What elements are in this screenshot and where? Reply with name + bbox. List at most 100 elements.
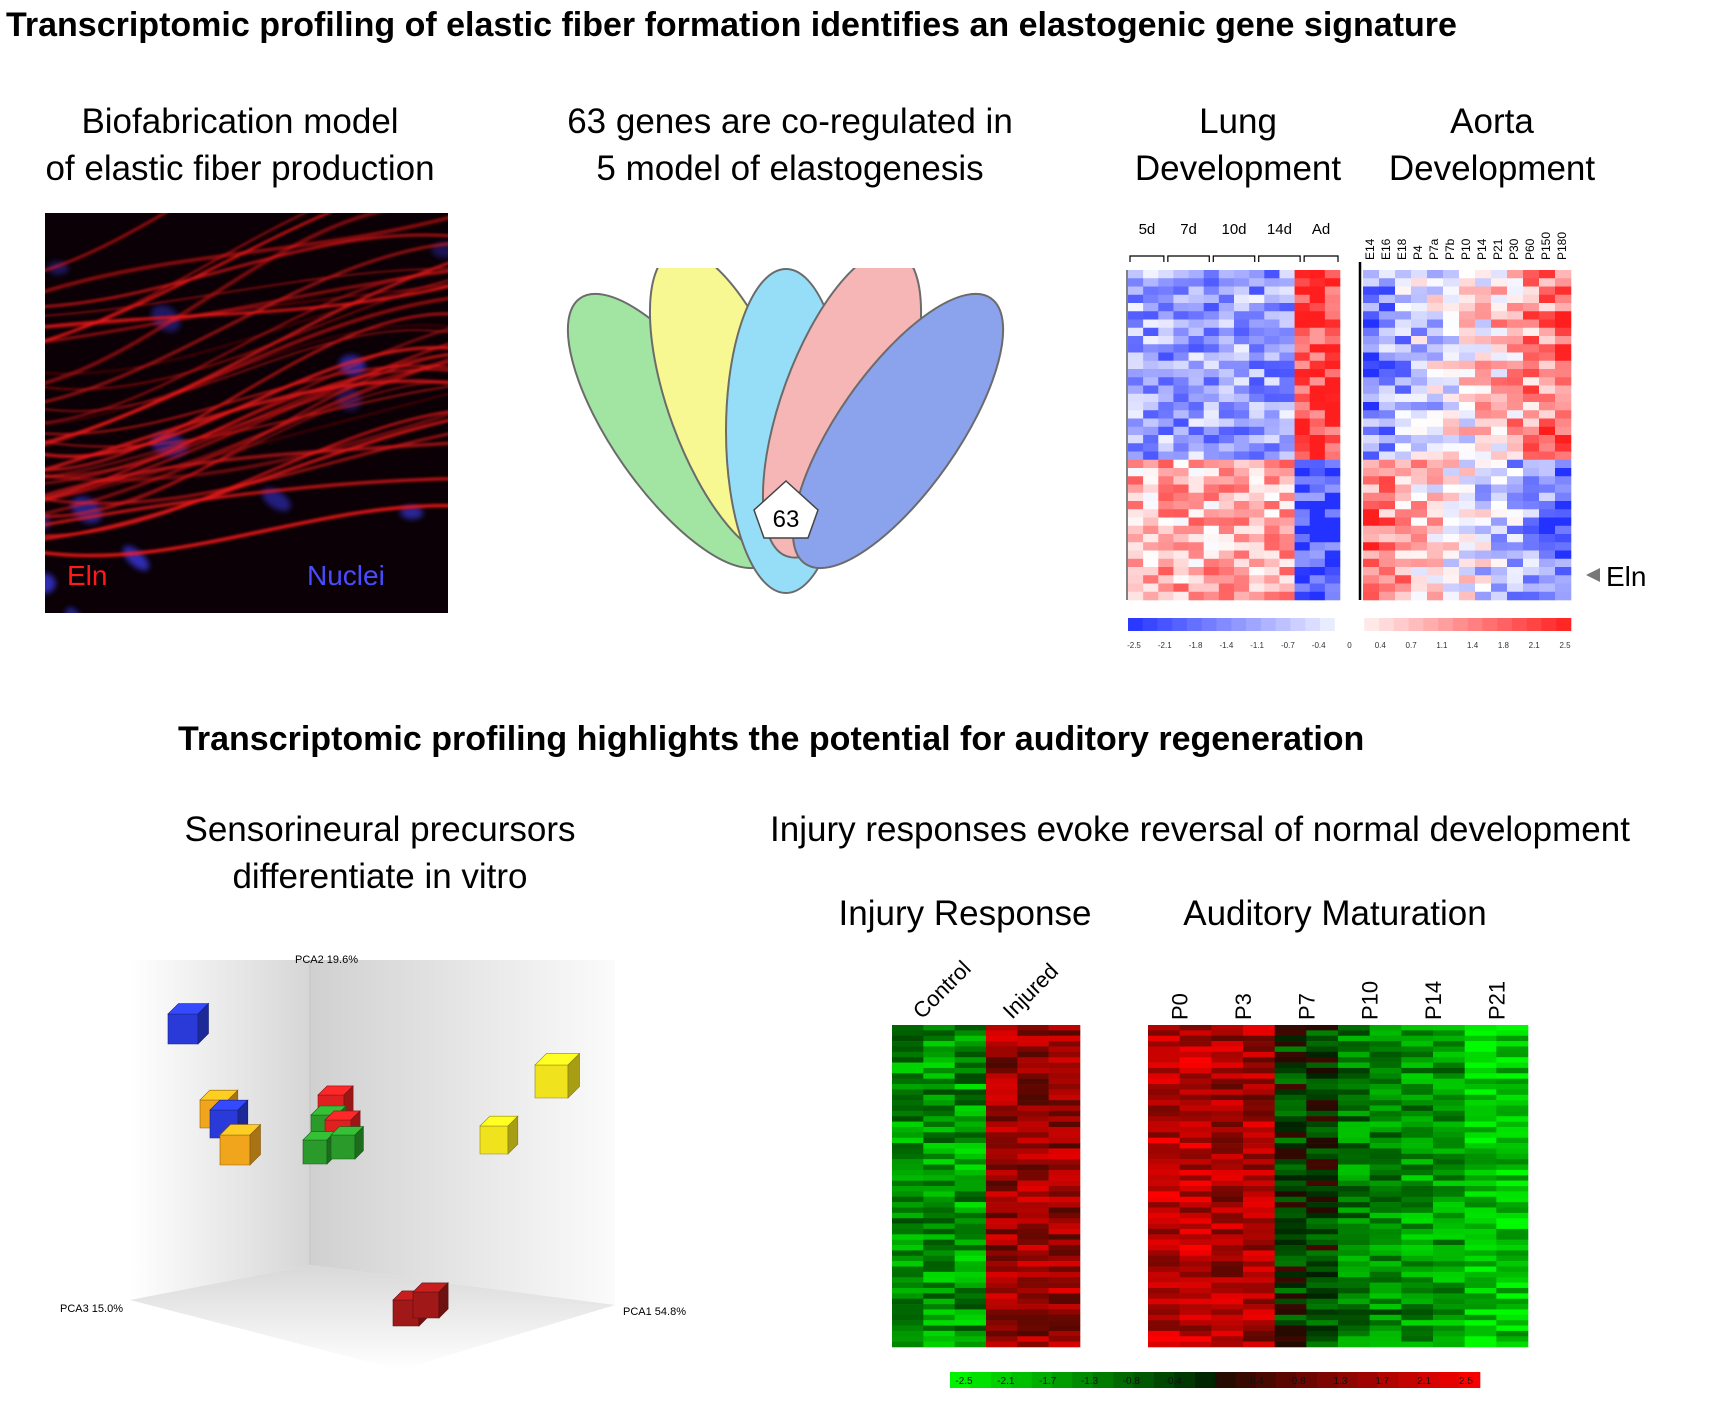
- aorta-heatmap-cell: [1363, 558, 1380, 568]
- aorta-heatmap-cell: [1491, 468, 1508, 477]
- maturation-heatmap-cell: [1433, 1094, 1465, 1101]
- aorta-heatmap-cell: [1475, 377, 1492, 386]
- aorta-heatmap-cell: [1427, 550, 1444, 560]
- aorta-heatmap-cell: [1395, 476, 1412, 485]
- aorta-heatmap-cell: [1555, 418, 1572, 428]
- maturation-heatmap-cell: [1369, 1030, 1402, 1037]
- injury-heatmap-cell: [892, 1336, 924, 1342]
- maturation-heatmap-cell: [1211, 1110, 1244, 1117]
- lung-heatmap-cell: [1188, 542, 1205, 551]
- aorta-heatmap-cell: [1459, 501, 1476, 510]
- lung-heatmap-cell: [1173, 418, 1189, 428]
- aorta-column-label: P14: [1475, 238, 1489, 260]
- lung-heatmap-cell: [1234, 534, 1250, 543]
- aorta-heatmap-cell: [1443, 319, 1460, 329]
- maturation-heatmap-cell: [1274, 1180, 1307, 1187]
- injury-heatmap-cell: [986, 1196, 1018, 1203]
- lung-heatmap-cell: [1173, 435, 1189, 444]
- maturation-heatmap-cell: [1306, 1105, 1339, 1112]
- injury-heatmap-cell: [1017, 1320, 1049, 1326]
- maturation-heatmap-cell: [1179, 1223, 1212, 1230]
- lung-heatmap-cell: [1158, 311, 1174, 320]
- maturation-heatmap-cell: [1433, 1314, 1465, 1321]
- lung-heatmap-cell: [1188, 550, 1205, 560]
- lung-heatmap-cell: [1279, 418, 1295, 428]
- maturation-heatmap-cell: [1274, 1212, 1307, 1219]
- injury-heatmap-cell: [892, 1202, 924, 1208]
- maturation-heatmap-cell: [1243, 1196, 1275, 1203]
- lung-heatmap-cell: [1188, 484, 1205, 494]
- maturation-heatmap-cell: [1369, 1250, 1402, 1257]
- lung-heatmap-cell: [1158, 558, 1174, 568]
- venn-caption-line1: 63 genes are co-regulated in: [567, 102, 1013, 141]
- maturation-heatmap-cell: [1338, 1132, 1370, 1138]
- aorta-heatmap-cell: [1523, 591, 1540, 601]
- injury-heatmap-cell: [986, 1159, 1018, 1165]
- aorta-heatmap-cell: [1555, 575, 1572, 584]
- aorta-heatmap-cell: [1395, 352, 1412, 362]
- maturation-heatmap-cell: [1243, 1202, 1275, 1208]
- lung-heatmap-cell: [1143, 591, 1159, 601]
- injury-heatmap-cell: [954, 1116, 987, 1122]
- lung-heatmap-cell: [1218, 369, 1235, 378]
- injury-heatmap-cell: [892, 1255, 924, 1262]
- injury-heatmap-cell: [892, 1250, 924, 1257]
- maturation-heatmap-cell: [1401, 1261, 1434, 1267]
- lung-heatmap-cell: [1309, 517, 1326, 527]
- maturation-heatmap-cell: [1243, 1025, 1275, 1031]
- aorta-heatmap-cell: [1523, 393, 1540, 403]
- injury-heatmap-cell: [1048, 1234, 1081, 1240]
- injury-heatmap-cell: [1048, 1116, 1081, 1122]
- top-scale-segment: [1319, 618, 1336, 631]
- lung-heatmap-cell: [1324, 426, 1341, 436]
- lung-heatmap-cell: [1309, 542, 1326, 551]
- aorta-heatmap-cell: [1539, 278, 1556, 287]
- maturation-heatmap-cell: [1369, 1202, 1402, 1208]
- maturation-heatmap-cell: [1211, 1126, 1244, 1133]
- maturation-heatmap-cell: [1243, 1030, 1275, 1037]
- lung-heatmap-cell: [1324, 336, 1341, 345]
- injury-heatmap-cell: [1017, 1218, 1049, 1224]
- elastic-fiber: [45, 213, 169, 272]
- lung-heatmap-cell: [1264, 558, 1280, 568]
- injury-heatmap-cell: [923, 1191, 955, 1198]
- injury-heatmap-cell: [892, 1067, 924, 1074]
- maturation-column-label: P3: [1231, 993, 1256, 1020]
- aorta-heatmap-cell: [1443, 426, 1460, 436]
- injury-heatmap-cell: [954, 1046, 987, 1053]
- maturation-heatmap-cell: [1243, 1261, 1275, 1267]
- lung-heatmap-cell: [1173, 575, 1189, 584]
- maturation-heatmap-cell: [1496, 1266, 1529, 1273]
- injury-heatmap-cell: [892, 1078, 924, 1085]
- maturation-heatmap-cell: [1401, 1089, 1434, 1096]
- maturation-heatmap-cell: [1306, 1196, 1339, 1203]
- lung-heatmap-cell: [1294, 575, 1311, 584]
- maturation-heatmap-cell: [1464, 1137, 1497, 1144]
- injury-heatmap-cell: [1048, 1121, 1081, 1128]
- maturation-heatmap-cell: [1148, 1341, 1180, 1348]
- lung-heatmap-cell: [1264, 443, 1280, 452]
- lung-heatmap-cell: [1173, 344, 1189, 353]
- injury-heatmap-cell: [986, 1100, 1018, 1106]
- maturation-heatmap-cell: [1211, 1191, 1244, 1198]
- lung-heatmap-cell: [1264, 410, 1280, 419]
- maturation-heatmap-cell: [1274, 1148, 1307, 1155]
- injury-heatmap-cell: [892, 1121, 924, 1128]
- maturation-heatmap-cell: [1496, 1180, 1529, 1187]
- lung-heatmap-cell: [1234, 451, 1250, 461]
- top-scale-tick: 1.4: [1467, 641, 1479, 650]
- injury-heatmap-cell: [986, 1228, 1018, 1235]
- lung-heatmap-cell: [1158, 360, 1174, 370]
- maturation-heatmap-cell: [1211, 1073, 1244, 1079]
- aorta-heatmap-cell: [1395, 393, 1412, 403]
- lung-heatmap-cell: [1264, 344, 1280, 353]
- maturation-heatmap-cell: [1464, 1250, 1497, 1257]
- aorta-heatmap-cell: [1555, 402, 1572, 411]
- lung-heatmap-cell: [1279, 468, 1295, 477]
- lung-heatmap-cell: [1173, 525, 1189, 535]
- aorta-heatmap-cell: [1491, 418, 1508, 428]
- maturation-heatmap-cell: [1464, 1336, 1497, 1342]
- maturation-heatmap-cell: [1148, 1175, 1180, 1181]
- lung-heatmap-cell: [1173, 303, 1189, 312]
